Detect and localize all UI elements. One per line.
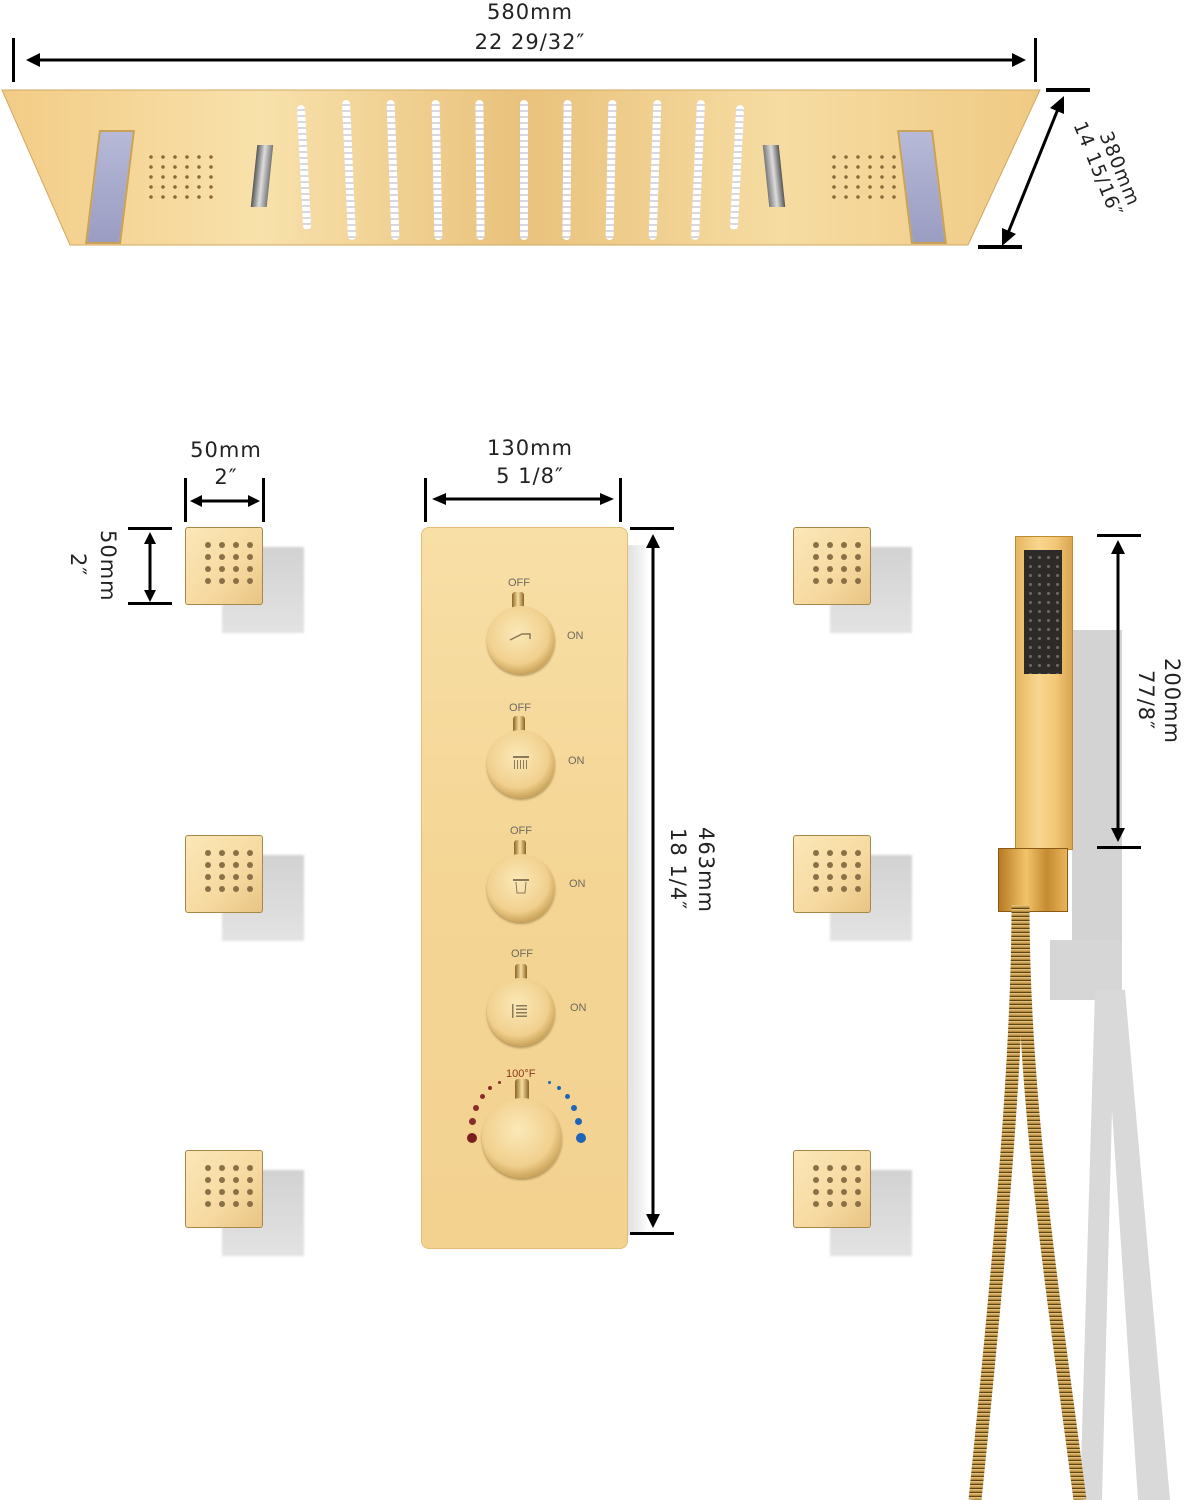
hot-indicator-dot xyxy=(473,1105,479,1111)
diagonal-double-arrow-icon xyxy=(1002,96,1064,246)
body-jet-icon xyxy=(512,1004,527,1018)
dimension-tick-left xyxy=(12,38,15,82)
off-label: OFF xyxy=(509,702,531,714)
panel-width-mm: 130mm xyxy=(487,436,573,460)
off-label: OFF xyxy=(508,577,530,589)
panel-height-tick-bottom xyxy=(630,1232,674,1235)
on-label: ON xyxy=(570,1002,587,1014)
hand-shower-tick-bottom xyxy=(1097,846,1141,849)
rain-head-width-in: 22 29/32″ xyxy=(474,30,586,54)
hand-shower-spray-face xyxy=(1024,550,1062,674)
rain-shower-icon xyxy=(513,756,529,769)
waterfall-icon xyxy=(513,879,529,894)
handshower-icon xyxy=(509,633,531,641)
panel-width-tick-left xyxy=(424,478,427,522)
vertical-double-arrow-icon xyxy=(144,532,156,602)
jet-width-tick-left xyxy=(184,478,187,522)
jet-width-mm: 50mm xyxy=(190,438,262,462)
hand-shower-length-in: 77/8″ xyxy=(1134,670,1158,731)
panel-width-in: 5 1/8″ xyxy=(496,464,564,488)
hot-indicator-dot xyxy=(488,1086,492,1090)
valve-knob[interactable] xyxy=(487,606,555,674)
off-label: OFF xyxy=(511,948,533,960)
rain-head-width-mm: 580mm xyxy=(487,0,573,24)
nozzle-cluster-left xyxy=(145,152,215,202)
jet-width-tick-right xyxy=(262,478,265,522)
hand-shower-holder xyxy=(998,848,1068,912)
on-label: ON xyxy=(568,755,585,767)
double-arrow-icon xyxy=(26,53,1026,67)
mist-rib xyxy=(520,100,528,240)
hot-indicator-dot xyxy=(469,1118,476,1125)
hand-shower-shadow xyxy=(1072,630,1122,960)
dimension-tick-right xyxy=(1034,38,1037,82)
mist-rib xyxy=(562,99,572,241)
vertical-double-arrow-icon xyxy=(646,534,660,1228)
nozzle-cluster-right xyxy=(828,152,898,202)
cold-indicator-dot xyxy=(565,1094,570,1099)
jet-height-tick-top xyxy=(128,527,172,530)
hose-shadow xyxy=(1080,990,1170,1500)
panel-height-tick-top xyxy=(630,527,674,530)
temperature-label: 100°F xyxy=(506,1068,536,1080)
vertical-double-arrow-icon xyxy=(1111,540,1125,842)
double-arrow-icon xyxy=(432,493,614,505)
on-label: ON xyxy=(569,878,586,890)
cold-indicator-dot xyxy=(548,1081,551,1084)
off-label: OFF xyxy=(510,825,532,837)
hot-indicator-dot xyxy=(467,1133,477,1143)
jet-height-mm: 50mm xyxy=(96,530,120,602)
cold-indicator-dot xyxy=(576,1133,586,1143)
mist-rib xyxy=(475,99,485,241)
depth-tick-top xyxy=(1046,88,1090,92)
hand-shower-length-mm: 200mm xyxy=(1160,658,1184,744)
cold-indicator-dot xyxy=(557,1086,561,1090)
jet-width-in: 2″ xyxy=(214,465,238,489)
hand-shower-tick-top xyxy=(1097,534,1141,537)
cold-indicator-dot xyxy=(575,1118,582,1125)
panel-height-in: 18 1/4″ xyxy=(666,828,690,911)
thermostat-knob[interactable] xyxy=(482,1098,562,1178)
panel-height-mm: 463mm xyxy=(694,827,718,913)
double-arrow-icon xyxy=(190,495,260,507)
shower-hose xyxy=(968,905,1087,1500)
on-label: ON xyxy=(567,630,584,642)
jet-height-tick-bottom xyxy=(128,602,172,605)
hot-indicator-dot xyxy=(498,1081,501,1084)
cold-indicator-dot xyxy=(571,1105,577,1111)
hot-indicator-dot xyxy=(480,1094,485,1099)
jet-height-in: 2″ xyxy=(66,553,90,577)
panel-width-tick-right xyxy=(619,478,622,522)
depth-tick-bottom xyxy=(978,245,1022,249)
valve-knob[interactable] xyxy=(487,854,555,922)
